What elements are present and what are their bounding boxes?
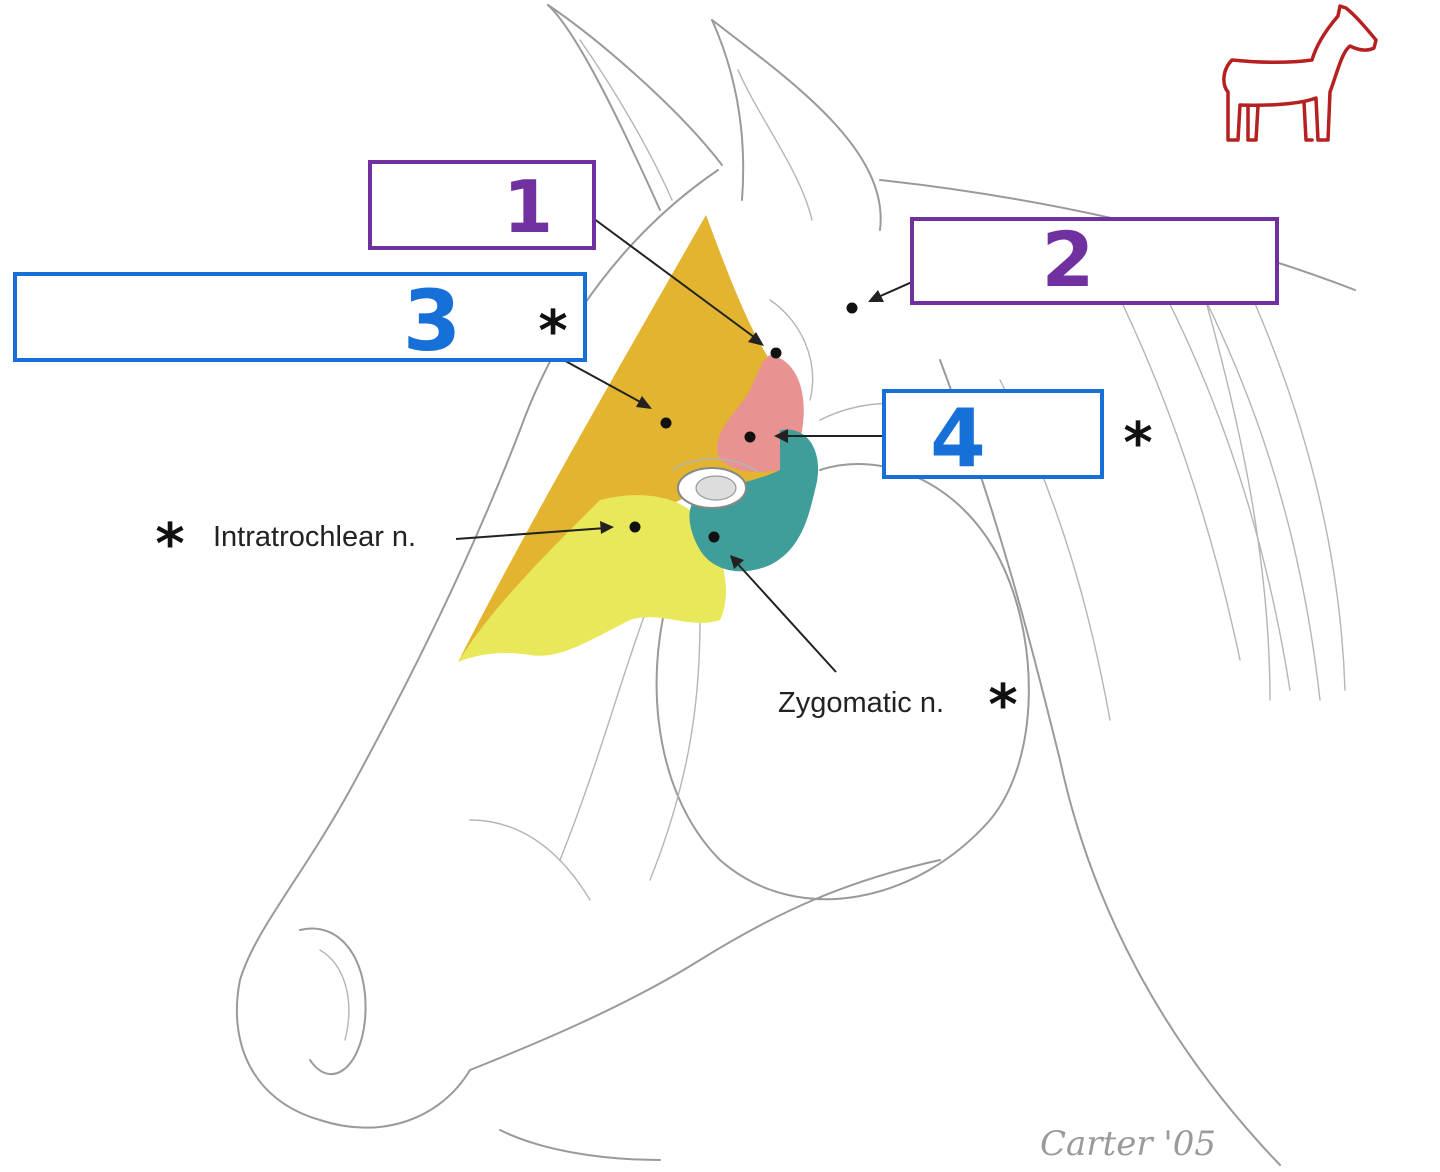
label-box-4[interactable]: 4 * xyxy=(882,389,1153,485)
zone-orange xyxy=(458,215,790,662)
dot-site-3 xyxy=(660,417,672,429)
zygomatic-asterisk: * xyxy=(988,673,1017,738)
eye xyxy=(671,458,759,509)
dot-site-4 xyxy=(744,431,756,443)
label-box-3[interactable]: 3 * xyxy=(13,272,587,370)
label-2-number: 2 xyxy=(1042,215,1095,304)
intratrochlear-asterisk: * xyxy=(155,512,184,577)
target-dots xyxy=(629,302,858,543)
zone-teal xyxy=(689,429,819,572)
label-4-asterisk: * xyxy=(1123,411,1152,476)
horse-silhouette-icon xyxy=(1222,4,1378,142)
dot-site-2 xyxy=(846,302,858,314)
zygomatic-text: Zygomatic n. xyxy=(778,687,944,719)
dot-intratrochlear xyxy=(629,521,641,533)
label-4-number: 4 xyxy=(930,392,986,485)
label-box-1[interactable]: 1 xyxy=(368,160,596,250)
zone-yellow xyxy=(458,495,726,662)
intratrochlear-label: * Intratrochlear n. xyxy=(155,512,416,577)
artist-signature: Carter '05 xyxy=(1040,1124,1216,1164)
dot-zygomatic xyxy=(708,531,720,543)
label-1-number: 1 xyxy=(503,165,553,249)
label-3-number: 3 xyxy=(403,272,461,370)
horse-head-outline xyxy=(235,4,1356,1166)
intratrochlear-text: Intratrochlear n. xyxy=(213,521,416,553)
label-3-asterisk: * xyxy=(538,299,567,364)
zygomatic-label: Zygomatic n. * xyxy=(778,673,1018,738)
desensitization-zones xyxy=(458,215,819,662)
dot-site-1 xyxy=(770,347,782,359)
label-box-2[interactable]: 2 xyxy=(910,215,1279,305)
